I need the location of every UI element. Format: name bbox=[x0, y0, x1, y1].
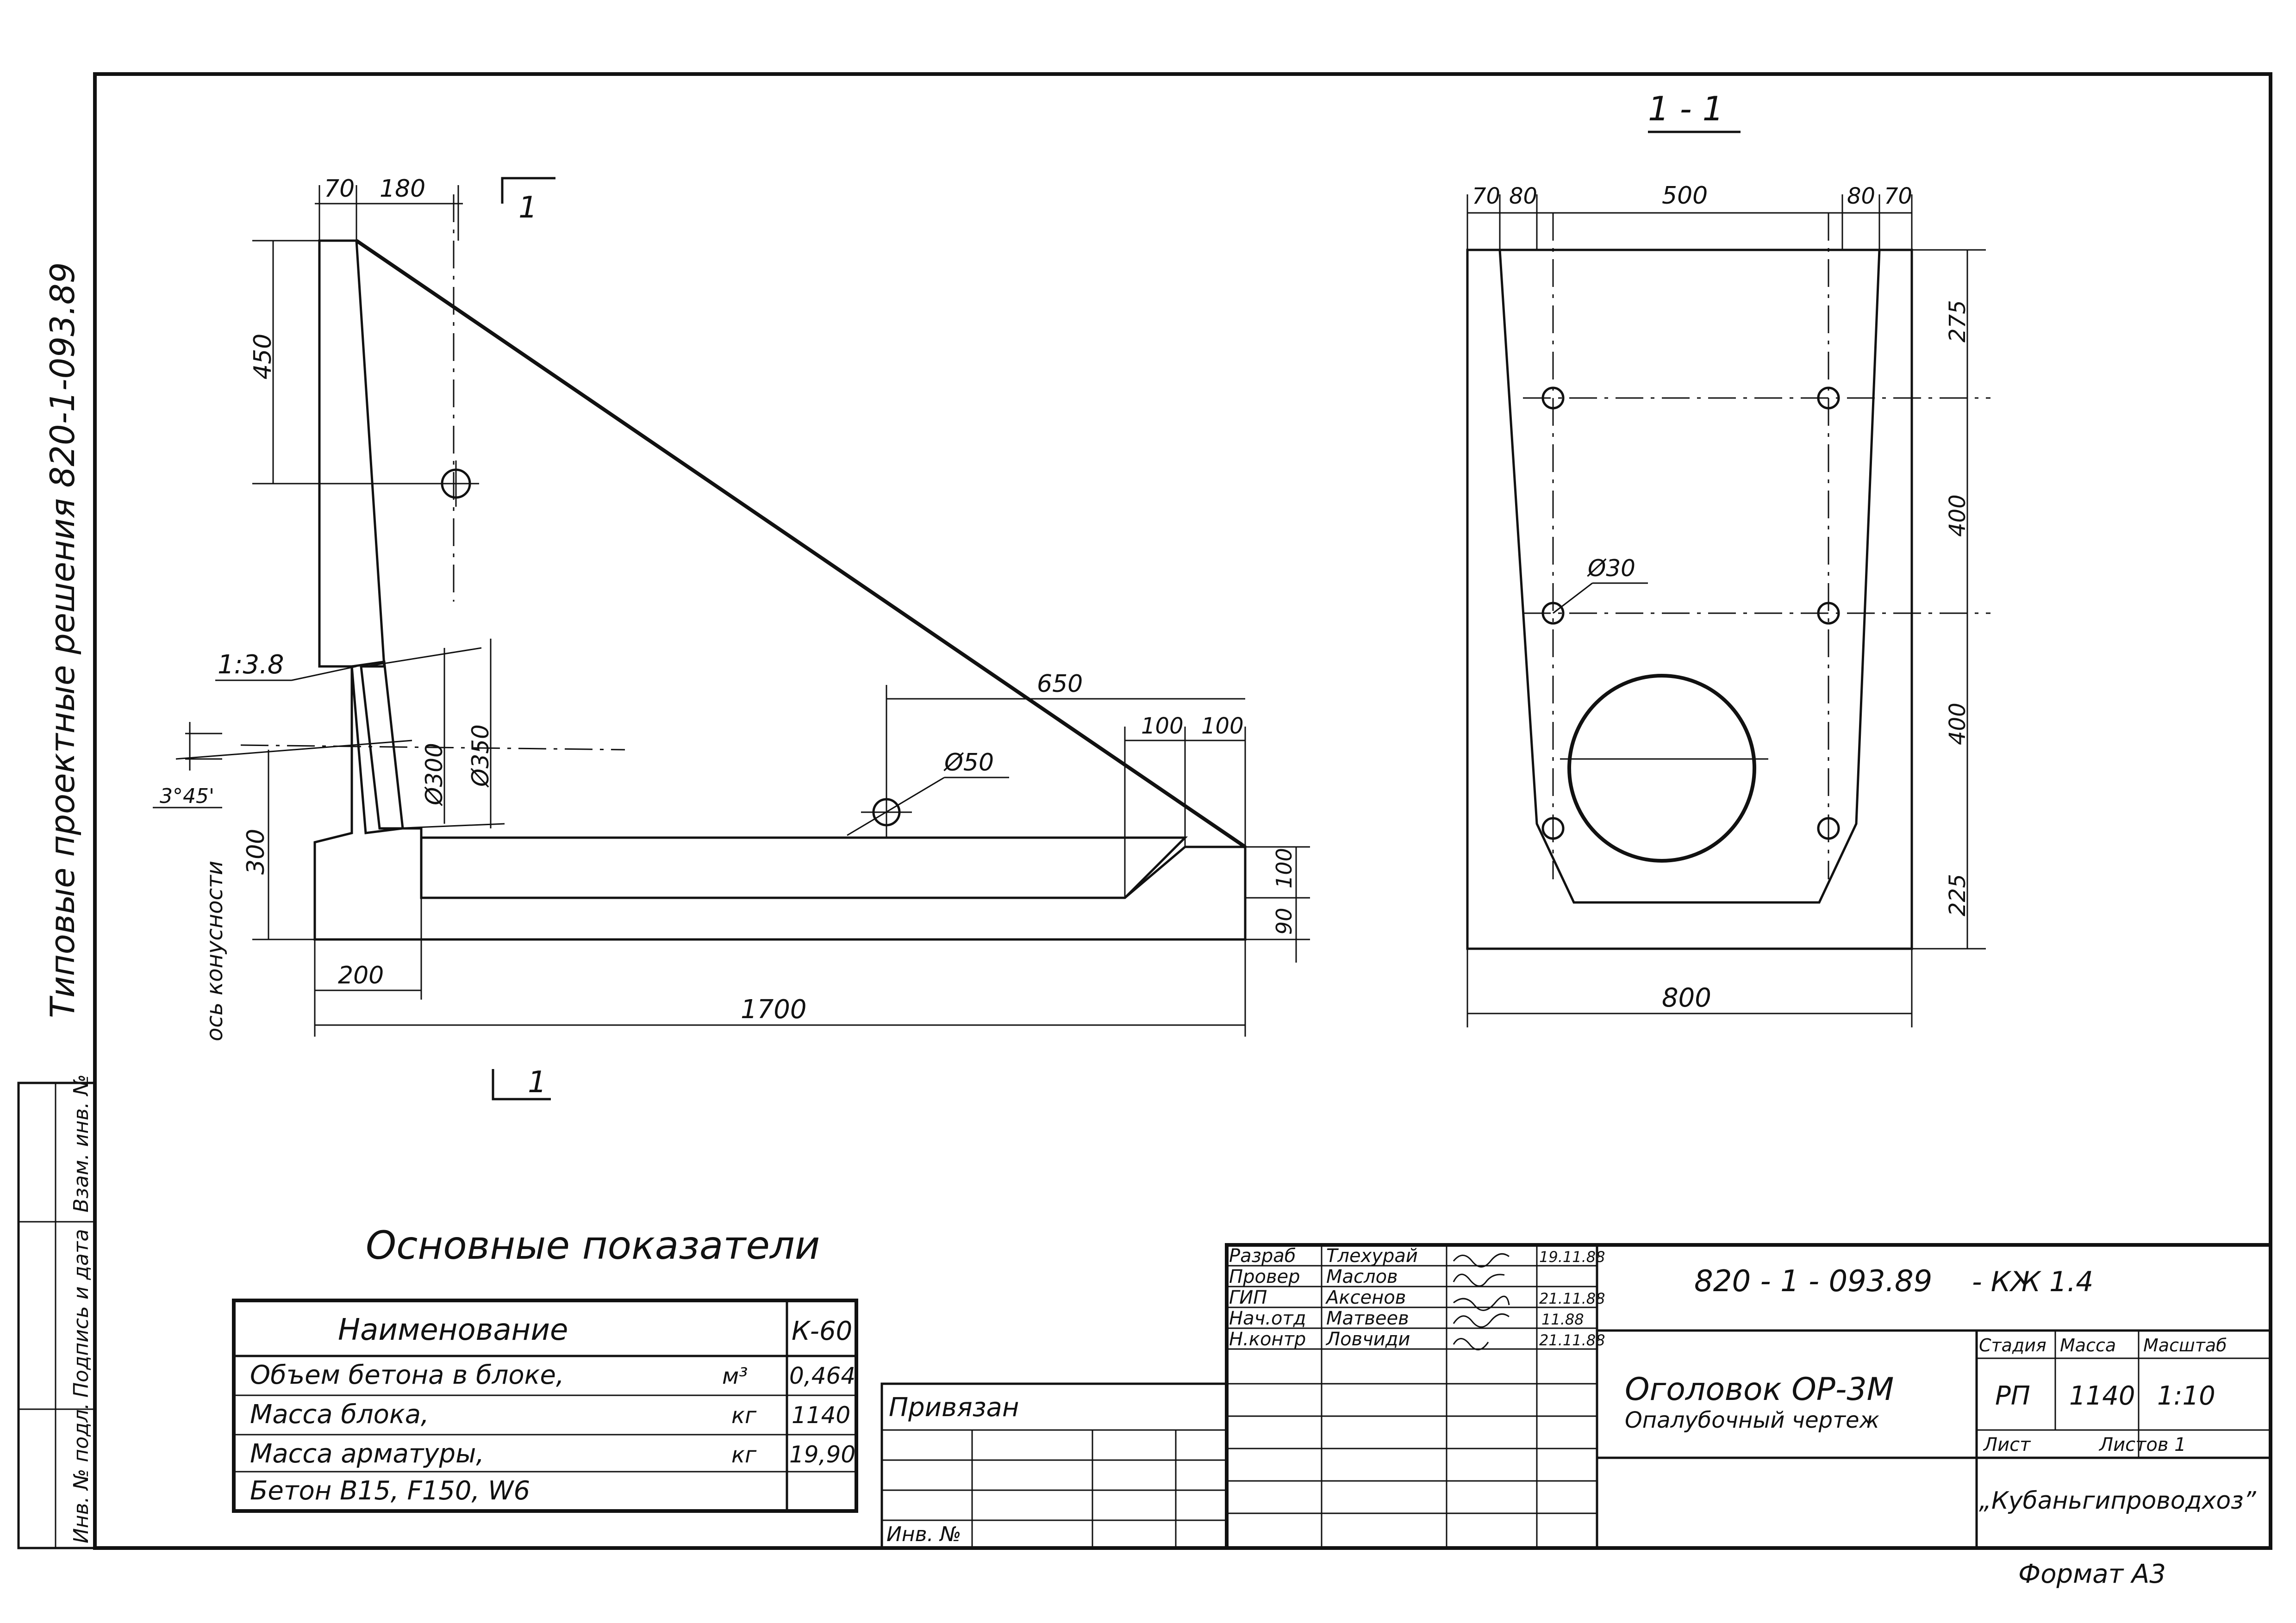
tb-role-2: Провер bbox=[1229, 1266, 1300, 1287]
tb-role-3: ГИП bbox=[1229, 1287, 1267, 1308]
dia-50-label: Ø50 bbox=[943, 749, 994, 777]
section-mark-top: 1 bbox=[518, 191, 537, 225]
section-mark-bottom: 1 bbox=[528, 1065, 547, 1100]
sec-dim-70-l: 70 bbox=[1472, 183, 1500, 209]
ind-row1-value: 0,464 bbox=[789, 1362, 855, 1389]
ind-row3-name: Масса арматуры, bbox=[250, 1439, 484, 1469]
slope-ratio: 1:3.8 bbox=[218, 650, 284, 680]
dim-180: 180 bbox=[380, 175, 425, 203]
tb-product-title: Оголовок ОР-3М bbox=[1625, 1371, 1894, 1408]
ind-row2-name: Масса блока, bbox=[250, 1399, 429, 1430]
ind-row1-name: Объем бетона в блоке, bbox=[250, 1360, 564, 1390]
tb-role-4: Нач.отд bbox=[1229, 1308, 1306, 1329]
tb-sheet-label: Лист bbox=[1983, 1434, 2031, 1455]
dim-70-left: 70 bbox=[324, 175, 355, 203]
cavity-outline bbox=[420, 836, 1188, 899]
signature-3 bbox=[1453, 1295, 1510, 1311]
title-block: Разраб Провер ГИП Нач.отд Н.контр Тлехур… bbox=[1225, 1243, 2272, 1550]
side-stamp: Типовые проектные решения 820-1-093.89 bbox=[43, 262, 82, 1018]
tb-scale-header: Масштаб bbox=[2143, 1335, 2227, 1356]
strip-replace-inv: Взам. инв. № bbox=[69, 1074, 93, 1213]
section-1-1: 1 - 1 70 80 500 80 70 275 bbox=[1466, 89, 1990, 1027]
indicators-title: Основные показатели bbox=[366, 1223, 820, 1268]
signature-2 bbox=[1453, 1274, 1505, 1287]
ind-row4-name: Бетон В15, F150, W6 bbox=[250, 1476, 530, 1506]
sec-dim-225: 225 bbox=[1945, 874, 1971, 916]
tb-date-4: 11.88 bbox=[1541, 1311, 1584, 1328]
axis-note: ось конусности bbox=[202, 861, 228, 1041]
dim-100-right: 100 bbox=[1272, 848, 1297, 889]
tb-scale: 1:10 bbox=[2157, 1381, 2215, 1411]
dim-1700: 1700 bbox=[741, 995, 807, 1025]
sec-dim-275: 275 bbox=[1945, 300, 1971, 342]
tb-date-5: 21.11.88 bbox=[1539, 1331, 1605, 1349]
strip-inv-orig: Инв. № подл. bbox=[69, 1403, 93, 1543]
tb-stage: РП bbox=[1995, 1381, 2030, 1411]
ind-row3-unit: кг bbox=[731, 1442, 757, 1468]
dim-100-b: 100 bbox=[1201, 713, 1244, 739]
side-view: 70 180 1 1 450 300 1:3.8 3°45' ось конус… bbox=[153, 175, 1310, 1101]
tb-product-subtitle: Опалубочный чертеж bbox=[1625, 1407, 1879, 1433]
sec-dia-30: Ø30 bbox=[1587, 555, 1635, 582]
dim-90-right: 90 bbox=[1272, 908, 1297, 935]
ind-row2-value: 1140 bbox=[792, 1402, 850, 1429]
tb-mass-header: Масса bbox=[2060, 1335, 2116, 1356]
ind-header-name: Наименование bbox=[338, 1313, 568, 1347]
tb-name-3: Аксенов bbox=[1325, 1287, 1406, 1308]
ind-header-code: К-60 bbox=[792, 1316, 852, 1346]
conicity-axis bbox=[240, 744, 625, 751]
sec-dim-70-r: 70 bbox=[1884, 183, 1912, 209]
format-label: Формат А3 bbox=[2018, 1559, 2166, 1589]
tb-name-4: Матвеев bbox=[1326, 1308, 1409, 1329]
signature-4 bbox=[1453, 1313, 1510, 1328]
attach-block: Привязан Инв. № bbox=[880, 1382, 1228, 1549]
section-pipe bbox=[1567, 674, 1756, 863]
ind-row1-unit: м³ bbox=[722, 1363, 748, 1389]
tb-name-2: Маслов bbox=[1326, 1266, 1398, 1287]
dim-100-a: 100 bbox=[1141, 713, 1184, 739]
section-title: 1 - 1 bbox=[1648, 89, 1723, 128]
tb-name-1: Тлехурай bbox=[1326, 1245, 1418, 1267]
tb-date-3: 21.11.88 bbox=[1539, 1290, 1605, 1307]
indicators-block: Основные показатели Наименование К-60 Об… bbox=[232, 1223, 858, 1513]
tb-sheets-label: Листов 1 bbox=[2098, 1434, 2186, 1455]
signature-1 bbox=[1453, 1253, 1510, 1268]
sec-dim-80-r: 80 bbox=[1847, 183, 1875, 209]
dim-300: 300 bbox=[242, 829, 270, 875]
attach-inv: Инв. № bbox=[886, 1523, 961, 1546]
tb-name-5: Ловчиди bbox=[1325, 1329, 1410, 1350]
tb-stage-header: Стадия bbox=[1979, 1335, 2046, 1356]
attach-title: Привязан bbox=[889, 1393, 1019, 1423]
sec-dim-400-a: 400 bbox=[1945, 494, 1971, 537]
dim-450: 450 bbox=[249, 334, 277, 379]
slope-line bbox=[355, 239, 1247, 849]
tb-role-1: Разраб bbox=[1229, 1245, 1296, 1267]
sec-dim-80-l: 80 bbox=[1509, 183, 1537, 209]
left-approval-strip: Взам. инв. № Подпись и дата Инв. № подл. bbox=[17, 1074, 96, 1549]
dim-650: 650 bbox=[1037, 670, 1083, 698]
dia-350-label: Ø350 bbox=[467, 724, 494, 788]
dim-200: 200 bbox=[338, 962, 384, 989]
signature-5 bbox=[1453, 1338, 1489, 1350]
ind-row3-value: 19,90 bbox=[789, 1441, 855, 1468]
sec-dim-500: 500 bbox=[1662, 182, 1708, 210]
angle-label: 3°45' bbox=[160, 784, 214, 808]
sec-dim-400-b: 400 bbox=[1945, 703, 1971, 745]
tb-date-1: 19.11.88 bbox=[1539, 1248, 1605, 1266]
tb-mass: 1140 bbox=[2069, 1381, 2135, 1411]
ind-row2-unit: кг bbox=[731, 1403, 757, 1429]
strip-sign-date: Подпись и дата bbox=[69, 1229, 93, 1398]
dia-300-label: Ø300 bbox=[421, 743, 448, 806]
sec-dim-800: 800 bbox=[1662, 983, 1711, 1013]
tb-sheet-code: - КЖ 1.4 bbox=[1972, 1266, 2093, 1298]
tb-role-5: Н.контр bbox=[1229, 1329, 1306, 1350]
tb-organization: „Кубаньгипроводхоз” bbox=[1979, 1487, 2257, 1515]
section-body-hatched bbox=[1466, 249, 1913, 950]
tb-doc-code: 820 - 1 - 093.89 bbox=[1694, 1264, 1932, 1299]
